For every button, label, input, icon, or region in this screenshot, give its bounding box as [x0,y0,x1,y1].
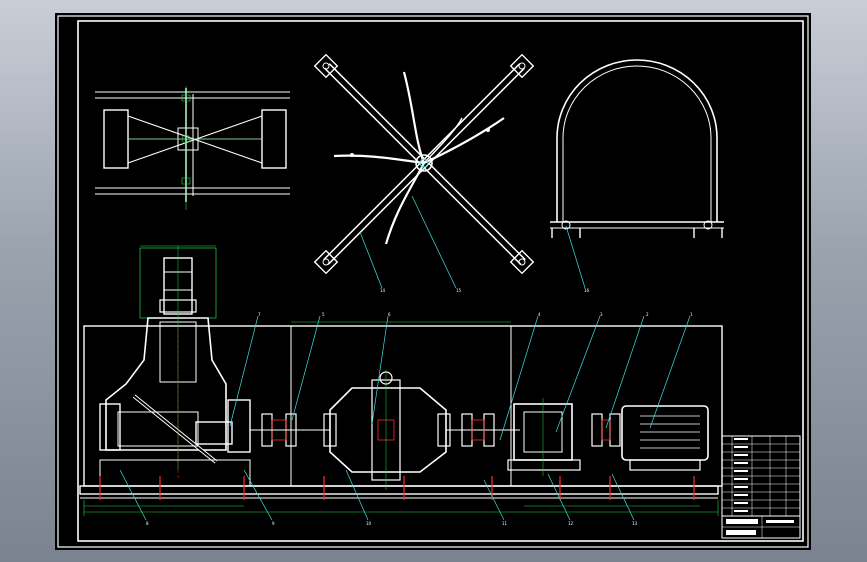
balloon-10: 10 [366,521,372,526]
balloon-13: 13 [632,521,638,526]
inner-border [77,20,804,542]
leader-16 [565,225,586,289]
title-block [721,435,801,539]
leader-14 [359,231,383,289]
outer-border [57,15,809,548]
balloon-14: 14 [380,288,386,293]
x-arm-view [313,53,535,275]
anchor-bolts [99,476,695,500]
balloon-9: 9 [272,521,275,526]
balloon-4: 4 [538,312,541,317]
arch-frame-view [550,59,724,238]
balloon-2: 2 [646,312,649,317]
balloon-12: 12 [568,521,574,526]
balloon-11: 11 [502,521,508,526]
leaders-main [119,315,691,521]
main-assembly [79,245,723,516]
plan-view-frame [95,86,290,210]
balloon-1: 1 [690,312,693,317]
balloon-8: 8 [146,521,149,526]
leader-15 [411,195,457,289]
balloon-15: 15 [456,288,462,293]
balloon-16: 16 [584,288,590,293]
balloon-5: 5 [322,312,325,317]
balloon-6: 6 [388,312,391,317]
balloon-7: 7 [258,312,261,317]
balloon-3: 3 [600,312,603,317]
dimension-lines [83,245,719,516]
